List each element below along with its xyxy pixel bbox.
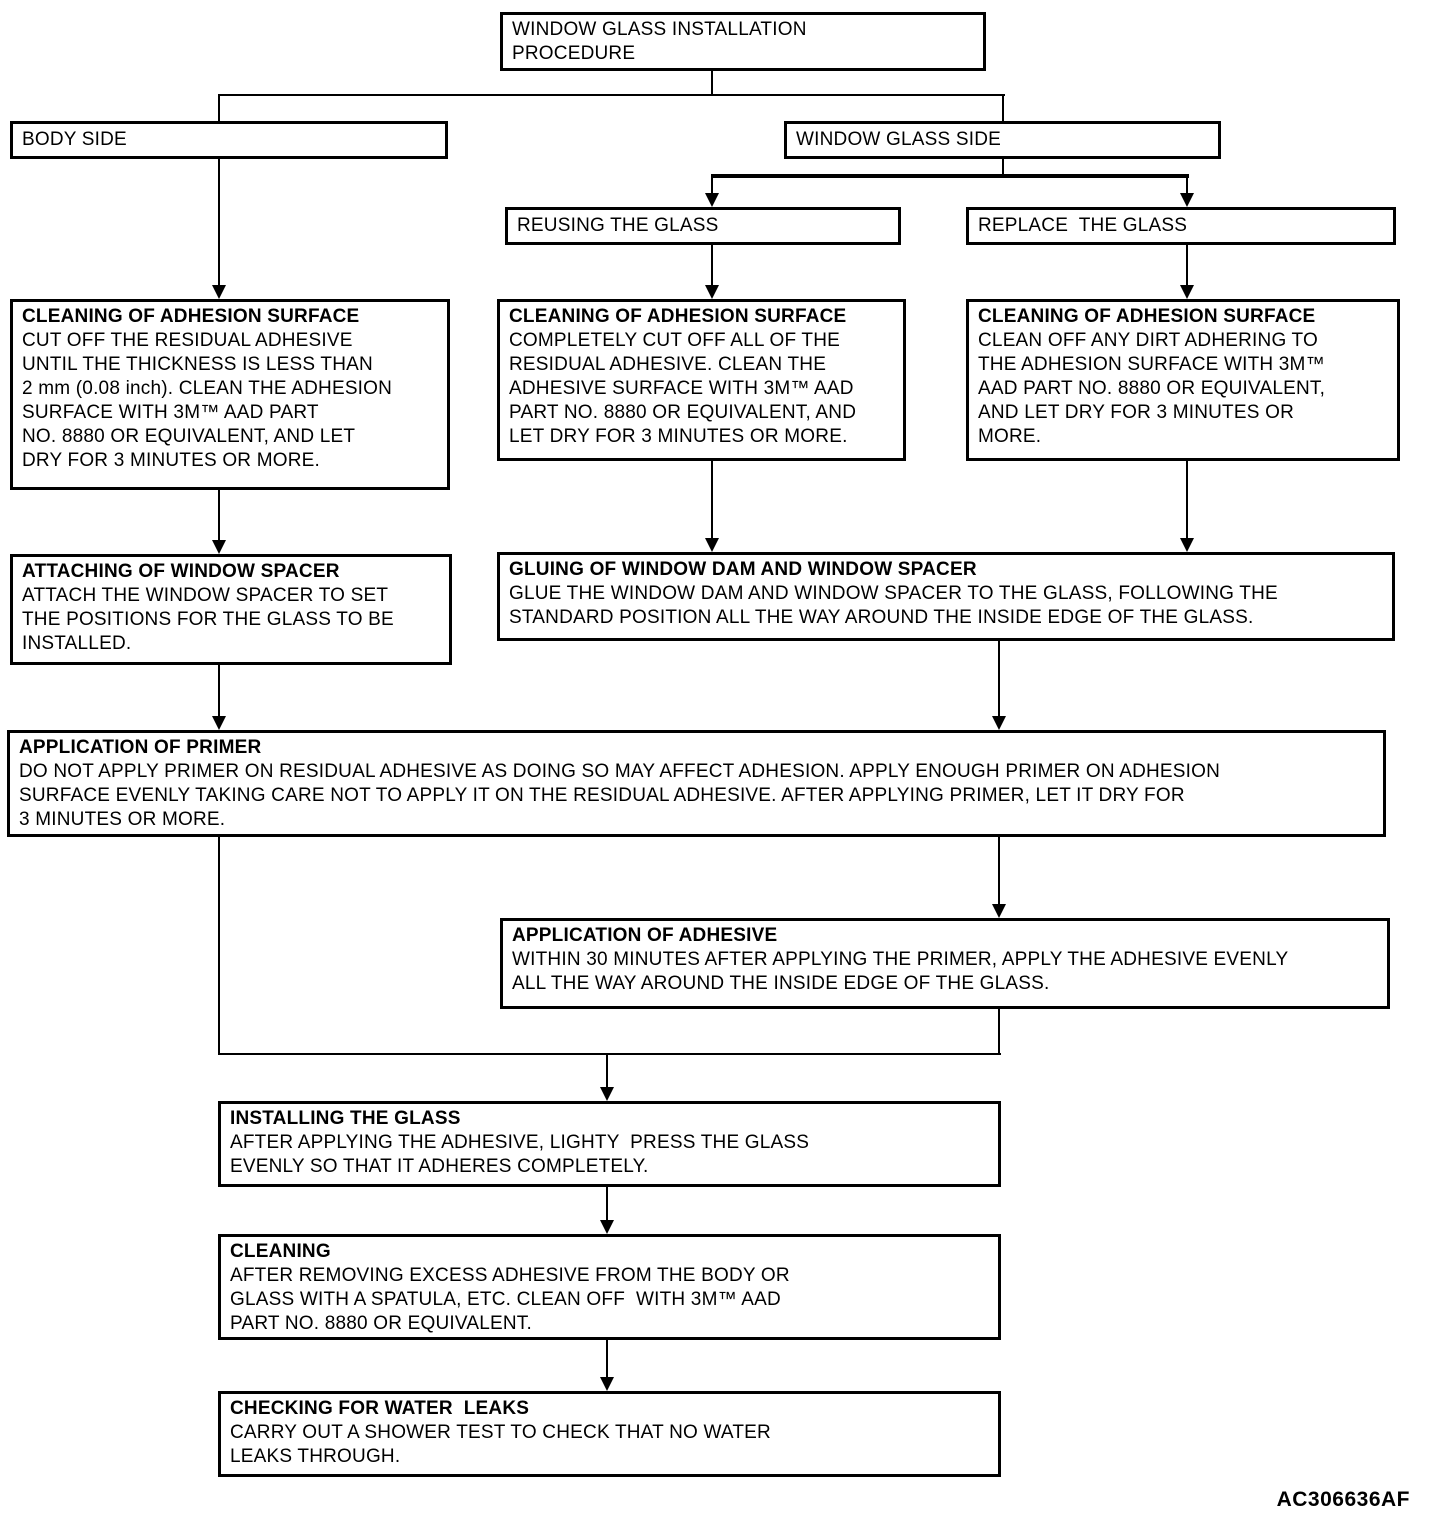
- arrow-down: [212, 540, 226, 554]
- connector-line: [1186, 245, 1188, 286]
- step-clean-replace: CLEANING OF ADHESION SURFACE CLEAN OFF A…: [966, 299, 1400, 461]
- step-checking-water-leaks: CHECKING FOR WATER LEAKS CARRY OUT A SHO…: [218, 1391, 1001, 1477]
- step-body: CLEAN OFF ANY DIRT ADHERING TO THE ADHES…: [978, 330, 1326, 447]
- step-title: GLUING OF WINDOW DAM AND WINDOW SPACER: [509, 559, 977, 580]
- arrow-down: [705, 538, 719, 552]
- replace-glass-label: REPLACE THE GLASS: [978, 215, 1188, 236]
- arrow-down: [600, 1377, 614, 1391]
- step-title: CLEANING: [230, 1241, 331, 1262]
- step-title: CLEANING OF ADHESION SURFACE: [509, 306, 847, 327]
- step-title: INSTALLING THE GLASS: [230, 1108, 461, 1129]
- arrow-down: [212, 716, 226, 730]
- step-body: CUT OFF THE RESIDUAL ADHESIVE UNTIL THE …: [22, 330, 393, 471]
- title-box-label: WINDOW GLASS INSTALLATION PROCEDURE: [512, 19, 807, 64]
- arrow-down: [1180, 193, 1194, 207]
- connector-line: [218, 665, 220, 717]
- connector-line: [218, 95, 220, 122]
- step-application-primer: APPLICATION OF PRIMER DO NOT APPLY PRIME…: [7, 730, 1386, 837]
- connector-line: [218, 490, 220, 541]
- connector-line: [711, 70, 713, 96]
- connector-line: [1186, 461, 1188, 539]
- connector-line: [218, 837, 220, 1055]
- connector-line: [998, 1009, 1000, 1053]
- connector-line: [218, 1053, 1001, 1055]
- step-title: ATTACHING OF WINDOW SPACER: [22, 561, 340, 582]
- connector-line: [711, 245, 713, 286]
- window-glass-side-box: WINDOW GLASS SIDE: [784, 121, 1221, 159]
- arrow-down: [992, 716, 1006, 730]
- connector-line: [998, 837, 1000, 905]
- arrow-down: [600, 1220, 614, 1234]
- arrow-down: [1180, 285, 1194, 299]
- figure-code: AC306636AF: [1276, 1488, 1410, 1511]
- connector-line: [711, 461, 713, 539]
- step-body: AFTER REMOVING EXCESS ADHESIVE FROM THE …: [230, 1265, 790, 1334]
- connector-line: [711, 177, 713, 194]
- step-clean-reusing: CLEANING OF ADHESION SURFACE COMPLETELY …: [497, 299, 906, 461]
- step-title: CHECKING FOR WATER LEAKS: [230, 1398, 530, 1419]
- connector-line: [1002, 95, 1004, 122]
- title-box: WINDOW GLASS INSTALLATION PROCEDURE: [500, 12, 986, 71]
- connector-line: [998, 641, 1000, 717]
- step-clean-body-side: CLEANING OF ADHESION SURFACE CUT OFF THE…: [10, 299, 450, 490]
- connector-line: [606, 1055, 608, 1088]
- step-body: WITHIN 30 MINUTES AFTER APPLYING THE PRI…: [512, 949, 1289, 994]
- step-body: CARRY OUT A SHOWER TEST TO CHECK THAT NO…: [230, 1422, 771, 1467]
- step-body: ATTACH THE WINDOW SPACER TO SET THE POSI…: [22, 585, 394, 654]
- step-body: COMPLETELY CUT OFF ALL OF THE RESIDUAL A…: [509, 330, 857, 447]
- connector-line: [1186, 177, 1188, 194]
- step-body: GLUE THE WINDOW DAM AND WINDOW SPACER TO…: [509, 583, 1278, 628]
- step-title: APPLICATION OF PRIMER: [19, 737, 262, 758]
- connector-line: [711, 174, 1189, 178]
- body-side-label: BODY SIDE: [22, 129, 127, 150]
- arrow-down: [705, 285, 719, 299]
- arrow-down: [705, 193, 719, 207]
- step-title: CLEANING OF ADHESION SURFACE: [978, 306, 1316, 327]
- connector-line: [218, 94, 1005, 96]
- reusing-glass-box: REUSING THE GLASS: [505, 207, 901, 245]
- step-application-adhesive: APPLICATION OF ADHESIVE WITHIN 30 MINUTE…: [500, 918, 1390, 1009]
- step-gluing-dam-spacer: GLUING OF WINDOW DAM AND WINDOW SPACER G…: [497, 552, 1395, 641]
- step-body: DO NOT APPLY PRIMER ON RESIDUAL ADHESIVE…: [19, 761, 1221, 830]
- body-side-box: BODY SIDE: [10, 121, 448, 159]
- connector-line: [606, 1340, 608, 1378]
- connector-line: [1002, 159, 1004, 177]
- step-installing-glass: INSTALLING THE GLASS AFTER APPLYING THE …: [218, 1101, 1001, 1187]
- connector-line: [606, 1187, 608, 1221]
- step-cleaning: CLEANING AFTER REMOVING EXCESS ADHESIVE …: [218, 1234, 1001, 1340]
- step-attach-window-spacer: ATTACHING OF WINDOW SPACER ATTACH THE WI…: [10, 554, 452, 665]
- step-title: APPLICATION OF ADHESIVE: [512, 925, 778, 946]
- arrow-down: [992, 904, 1006, 918]
- arrow-down: [212, 285, 226, 299]
- step-title: CLEANING OF ADHESION SURFACE: [22, 306, 360, 327]
- step-body: AFTER APPLYING THE ADHESIVE, LIGHTY PRES…: [230, 1132, 810, 1177]
- window-glass-side-label: WINDOW GLASS SIDE: [796, 129, 1002, 150]
- replace-glass-box: REPLACE THE GLASS: [966, 207, 1396, 245]
- arrow-down: [1180, 538, 1194, 552]
- reusing-glass-label: REUSING THE GLASS: [517, 215, 719, 236]
- connector-line: [218, 159, 220, 286]
- arrow-down: [600, 1087, 614, 1101]
